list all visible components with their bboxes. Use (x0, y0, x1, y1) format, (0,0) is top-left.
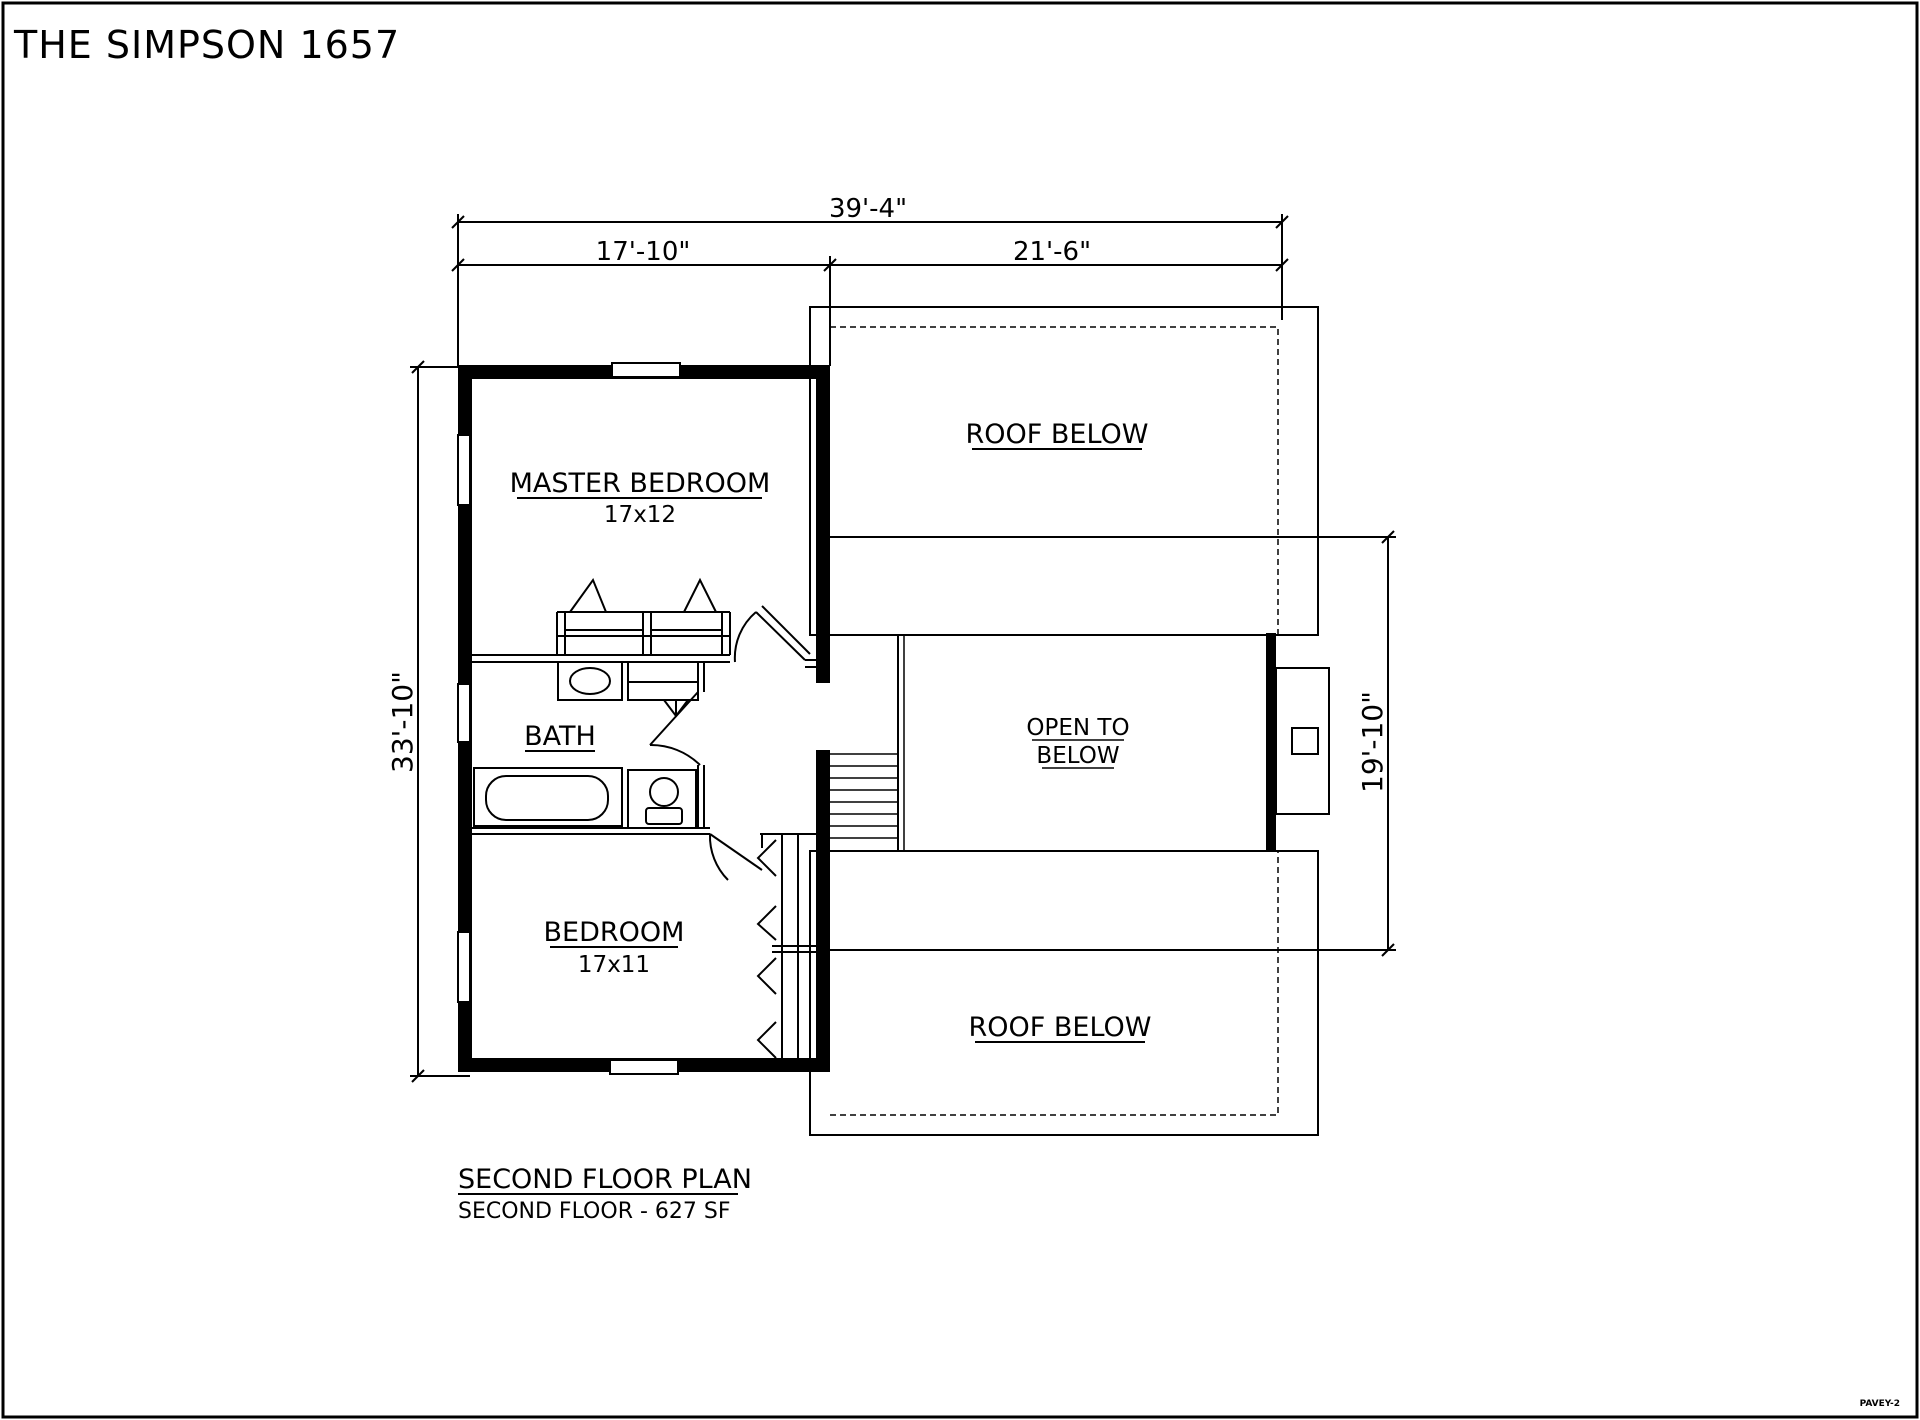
dimension-left-width (451, 256, 1289, 366)
dimension-overall-width (451, 214, 1289, 366)
bath-fixtures (473, 661, 763, 881)
master-bedroom-size: 17x12 (604, 502, 676, 528)
bedroom-closet-doors (756, 834, 777, 1059)
bedroom-label: BEDROOM (544, 917, 685, 948)
roof-below-top (809, 306, 1319, 636)
sheet-code: PAVEY-2 (1860, 1399, 1900, 1409)
open-to-below-label-line1: OPEN TO (1026, 715, 1129, 741)
chimney (1275, 667, 1330, 815)
interior-partitions (472, 654, 816, 1058)
dimension-overall-depth-label: 33'-10" (386, 671, 419, 773)
dimension-left-width-label: 17'-10" (596, 237, 691, 267)
sheet-title: THE SIMPSON 1657 (13, 23, 400, 67)
bedroom-size: 17x11 (578, 952, 650, 978)
roof-below-bottom-label: ROOF BELOW (969, 1012, 1152, 1043)
stairs (830, 753, 898, 839)
open-to-below-label-line2: BELOW (1036, 743, 1119, 769)
exterior-walls (458, 365, 830, 1072)
windows (457, 362, 681, 1075)
master-closets (556, 577, 731, 655)
master-bedroom-label: MASTER BEDROOM (510, 468, 771, 499)
plan-subtitle: SECOND FLOOR - 627 SF (458, 1199, 731, 1224)
bath-label: BATH (524, 721, 596, 752)
dimension-right-width-label: 21'-6" (1013, 237, 1091, 267)
roof-below-bottom (809, 850, 1319, 1136)
open-to-below-area (830, 633, 1276, 852)
roof-below-top-label: ROOF BELOW (966, 419, 1149, 450)
plan-title: SECOND FLOOR PLAN (458, 1164, 752, 1195)
dimension-open-depth-label: 19'-10" (1356, 691, 1389, 793)
dimension-overall-width-label: 39'-4" (829, 194, 907, 224)
master-door (733, 605, 816, 668)
